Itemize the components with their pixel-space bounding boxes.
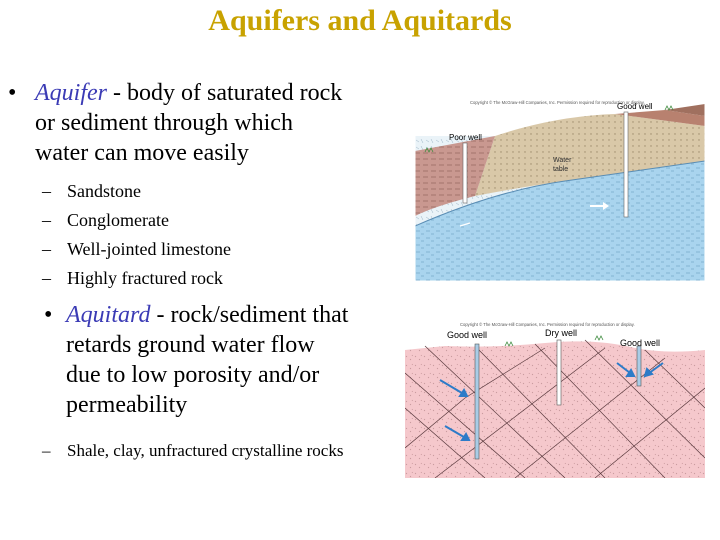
aquitard-definition-line-2: retards ground water flow xyxy=(66,332,315,358)
copyright-text: Copyright © The McGraw-Hill Companies, I… xyxy=(460,322,635,327)
bullet-dot: • xyxy=(8,80,17,106)
page-title: Aquifers and Aquitards xyxy=(208,4,512,37)
list-item: –Sandstone xyxy=(42,181,141,201)
example-limestone: Well-jointed limestone xyxy=(67,239,232,259)
example-fractured-rock: Highly fractured rock xyxy=(67,268,223,288)
aquitard-diagram-svg: Copyright © The McGraw-Hill Companies, I… xyxy=(405,322,705,478)
example-conglomerate: Conglomerate xyxy=(67,210,169,230)
list-item: –Highly fractured rock xyxy=(42,268,223,288)
aquifer-examples: –Sandstone –Conglomerate –Well-jointed l… xyxy=(42,177,402,293)
aquifer-definition-line-2: or sediment through which xyxy=(35,110,293,136)
label-poor-well: Poor well xyxy=(449,133,482,142)
example-shale-clay: Shale, clay, unfractured crystalline roc… xyxy=(67,441,344,460)
aquitard-examples: –Shale, clay, unfractured crystalline ro… xyxy=(42,436,412,465)
bullet-dot: • xyxy=(44,302,53,328)
aquitard-definition-line-4: permeability xyxy=(66,392,188,418)
label-water-table-1: Water xyxy=(553,157,572,164)
copyright-text: Copyright © The McGraw-Hill Companies, I… xyxy=(470,100,645,105)
list-item: –Well-jointed limestone xyxy=(42,239,232,259)
aquifer-bullet: • Aquifer - body of saturated rock or se… xyxy=(8,78,403,168)
aquitard-bullet: • Aquitard - rock/sediment that retards … xyxy=(44,300,404,420)
aquitard-definition-line-1: - rock/sediment that xyxy=(150,302,349,328)
example-sandstone: Sandstone xyxy=(67,181,141,201)
aquitard-definition-line-3: due to low porosity and/or xyxy=(66,362,320,388)
aquifer-diagram-svg: Copyright © The McGraw-Hill Companies, I… xyxy=(415,96,705,281)
label-dry-well: Dry well xyxy=(545,328,577,338)
aquifer-term: Aquifer xyxy=(35,80,107,106)
label-water-table-2: table xyxy=(553,166,568,173)
aquitard-diagram: Copyright © The McGraw-Hill Companies, I… xyxy=(405,318,705,478)
aquifer-definition-line-3: water can move easily xyxy=(35,140,249,166)
aquifer-definition-line-1: - body of saturated rock xyxy=(107,80,343,106)
label-good-well-right: Good well xyxy=(620,338,660,348)
aquitard-term: Aquitard xyxy=(66,302,151,328)
list-item: –Conglomerate xyxy=(42,210,169,230)
label-good-well: Good well xyxy=(617,102,653,111)
label-good-well-left: Good well xyxy=(447,330,487,340)
aquifer-diagram: Copyright © The McGraw-Hill Companies, I… xyxy=(415,96,705,281)
list-item: –Shale, clay, unfractured crystalline ro… xyxy=(42,441,344,460)
